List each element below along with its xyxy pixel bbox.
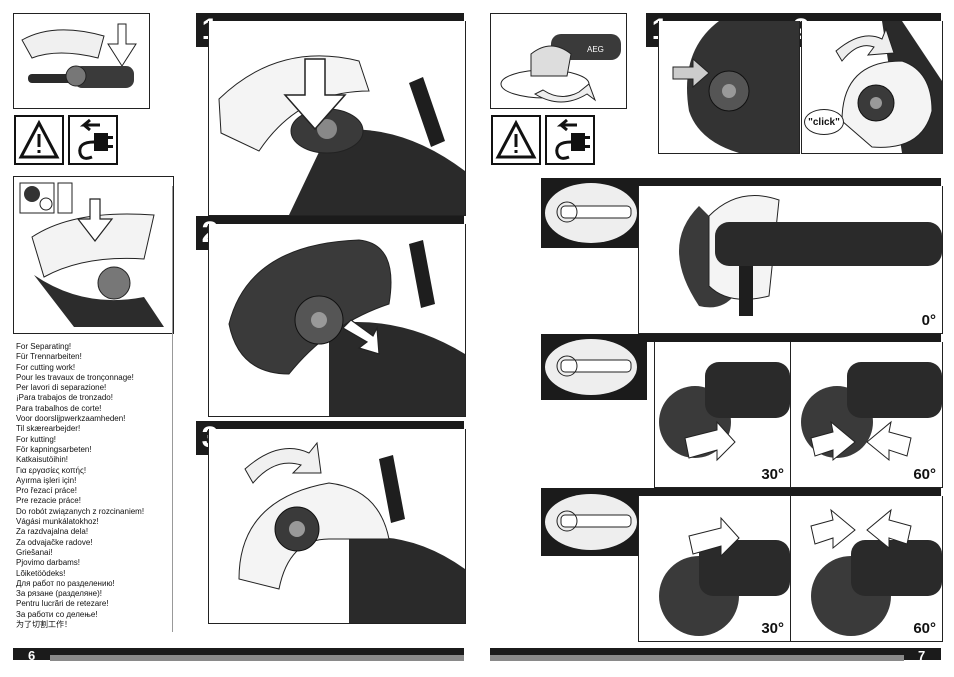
overview-image-guard-mount (13, 13, 150, 109)
language-line: Für Trennarbeiten! (16, 352, 82, 362)
language-line: Vágási munkálatokhoz! (16, 517, 99, 527)
language-line: Za odvajačke radove! (16, 537, 93, 547)
language-line: ¡Para trabajos de tronzado! (16, 393, 113, 403)
angle-row-bar (541, 334, 941, 342)
language-line: Katkaisutöihin! (16, 455, 69, 465)
angle-label: 60° (913, 620, 936, 637)
language-line: For cutting work! (16, 362, 76, 372)
angle-30-image-b: 30° (638, 496, 791, 642)
divider-line (172, 186, 173, 632)
language-line: Pour les travaux de tronçonnage! (16, 372, 134, 382)
angle-60-image-b: 60° (790, 496, 943, 642)
right-step-2-image: "click" (801, 21, 943, 154)
angle-30-image-a: 30° (654, 342, 791, 488)
brand-label: AEG (587, 45, 604, 54)
right-step-1-image (658, 21, 800, 154)
click-label: "click" (804, 109, 844, 135)
language-line: For Separating! (16, 342, 72, 351)
angle-label: 0° (921, 312, 936, 329)
footer-bar-grey (490, 655, 904, 661)
language-line: Για εργασίες κοπής! (16, 465, 87, 475)
step-bar (196, 421, 464, 429)
angle-row-bar (541, 178, 941, 186)
language-line: Para trabalhos de corte! (16, 403, 102, 413)
separating-detail-image (13, 176, 174, 334)
language-list: For Separating!Für Trennarbeiten!For cut… (16, 342, 144, 630)
language-line: Для работ по разделению! (16, 578, 115, 588)
language-line: За работи со делење! (16, 609, 98, 619)
language-line: Pro řezací práce! (16, 486, 77, 496)
step-2-image-lock-guard (208, 224, 466, 417)
language-line: 为了切割工作！ (16, 620, 72, 630)
orientation-thumbnail (541, 178, 647, 248)
angle-60-image-a: 60° (790, 342, 943, 488)
step-1-image-attach-guard (208, 21, 466, 216)
warning-triangle-icon (491, 115, 541, 165)
language-line: Pentru lucrări de retezare! (16, 599, 109, 609)
orientation-thumbnail (541, 488, 647, 556)
language-line: Griešanai! (16, 547, 53, 557)
language-line: Za razdvajalna dela! (16, 527, 89, 537)
step-bar (196, 13, 464, 21)
warning-triangle-icon (14, 115, 64, 165)
unplug-icon (545, 115, 595, 165)
step-3-image-rotate-guard (208, 429, 466, 624)
language-line: For kutting! (16, 434, 57, 444)
angle-label: 30° (761, 466, 784, 483)
language-line: Lõiketöödeks! (16, 568, 66, 578)
angle-0-image: 0° (638, 186, 943, 334)
language-line: Ayırma işleri için! (16, 475, 77, 485)
language-line: Pjovimo darbams! (16, 558, 81, 568)
language-line: Pre rezacie práce! (16, 496, 81, 506)
page-number: 6 (28, 648, 36, 663)
angle-label: 30° (761, 620, 784, 637)
angle-label: 60° (913, 466, 936, 483)
language-line: За рязане (разделяне)! (16, 589, 102, 599)
unplug-icon (68, 115, 118, 165)
language-line: Voor doorslijpwerkzaamheden! (16, 414, 126, 424)
step-bar (196, 216, 464, 224)
language-line: Do robót związanych z rozcinaniem! (16, 506, 145, 516)
footer-bar-grey (50, 655, 464, 661)
language-line: Til skærearbejder! (16, 424, 81, 434)
overview-image-grinder-rotate-guard: AEG (490, 13, 627, 109)
orientation-thumbnail (541, 334, 647, 400)
language-line: För kapningsarbeten! (16, 444, 92, 454)
page-number: 7 (918, 648, 926, 663)
angle-row-bar (541, 488, 941, 496)
language-line: Per lavori di separazione! (16, 383, 107, 393)
